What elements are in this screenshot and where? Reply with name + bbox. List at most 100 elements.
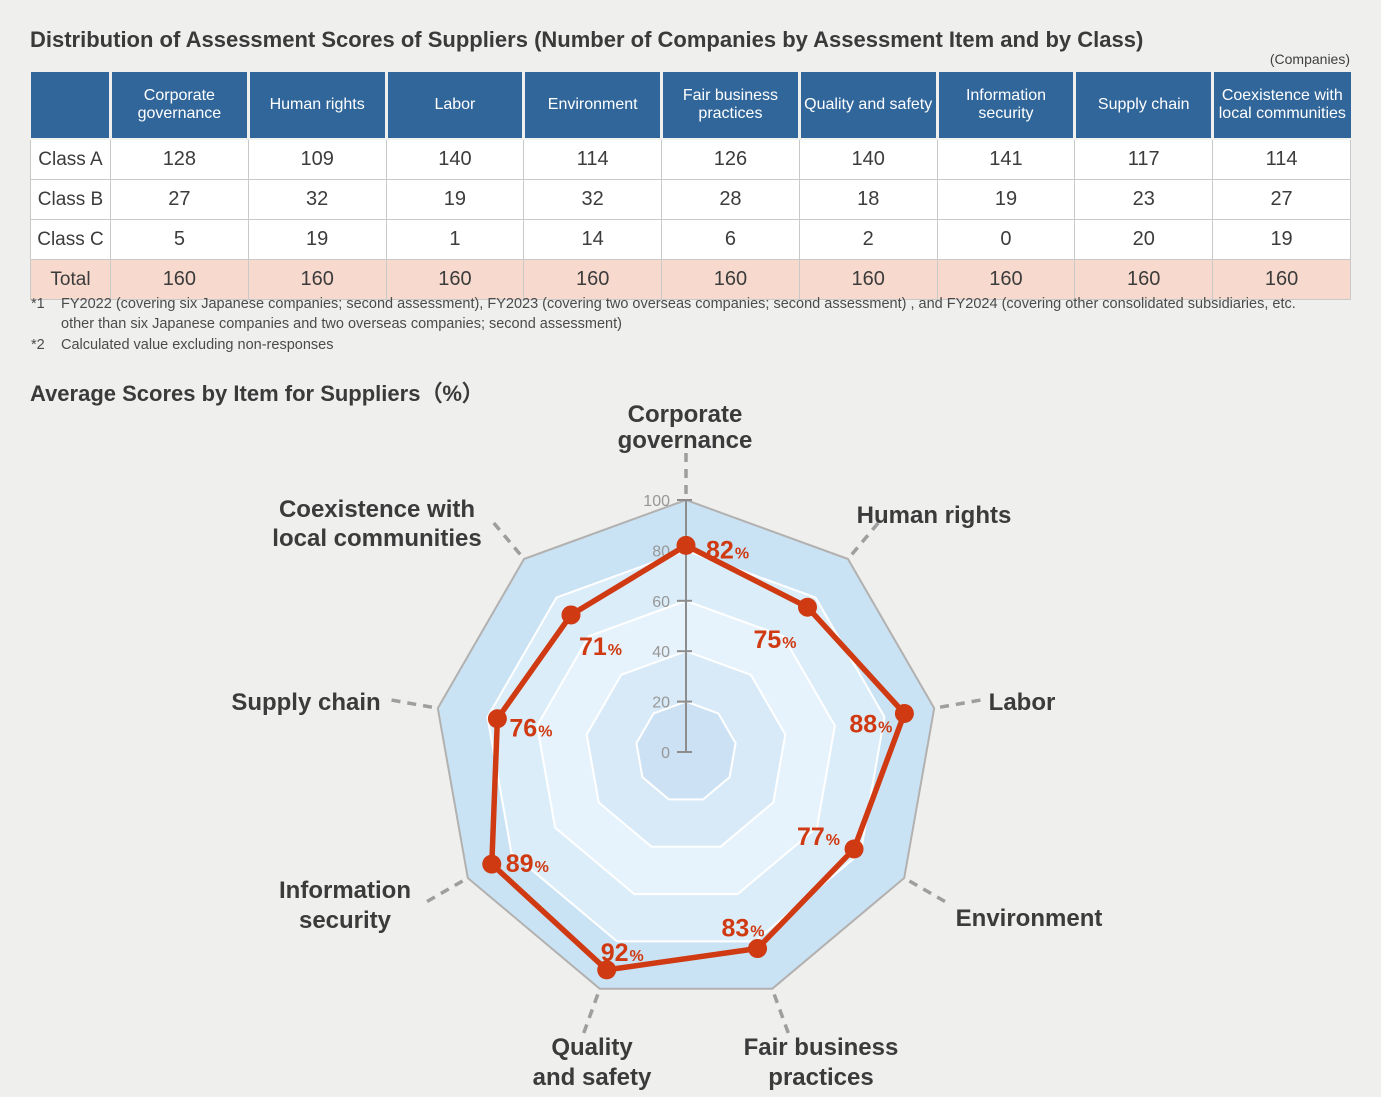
radar-category-label: Fair business: [744, 1034, 899, 1061]
radar-category-label: governance: [618, 427, 753, 454]
table-cell: 14: [523, 219, 663, 260]
table-cell: 140: [798, 138, 938, 180]
table-cell: 2: [798, 219, 938, 260]
table-cell: 27: [110, 179, 249, 220]
radar-chart: 02040608010082%75%88%77%83%92%89%76%71%C…: [231, 401, 1103, 1091]
table-cell: 19: [1212, 219, 1351, 260]
footnote-line: Calculated value excluding non-responses: [61, 336, 334, 353]
table-cell: 114: [1212, 138, 1351, 180]
table-cell: 23: [1074, 179, 1214, 220]
table-cell: 126: [661, 138, 800, 180]
table-cell: 109: [247, 138, 387, 180]
radar-value-label: 83%: [721, 915, 764, 943]
radar-data-point: [561, 605, 581, 625]
radar-data-point: [894, 703, 914, 723]
table-col-header: Information security: [937, 72, 1077, 140]
table-col-header: Environment: [523, 72, 664, 140]
units-note: (Companies): [1269, 51, 1350, 67]
footnote-marker: *2: [31, 336, 45, 353]
table-cell: 128: [110, 138, 249, 180]
table-col-header: Human rights: [248, 72, 388, 140]
table-cell: 141: [936, 138, 1076, 180]
radar-data-point: [482, 854, 502, 874]
table-col-header: Quality and safety: [799, 72, 939, 140]
radar-data-point: [748, 939, 768, 959]
radar-category-label: and safety: [533, 1064, 652, 1091]
radar-value-label: 76%: [509, 715, 552, 743]
footnote-1: *1 FY2022 (covering six Japanese compani…: [31, 294, 1296, 335]
radar-data-point: [797, 597, 817, 617]
table-cell: 20: [1074, 219, 1214, 260]
table-cell: 160: [798, 259, 938, 300]
radar-connector: [908, 879, 947, 904]
radar-axis-tick-label: 40: [652, 644, 670, 661]
table-col-header: Labor: [386, 72, 526, 140]
radar-data-point: [676, 535, 696, 555]
radar-connector: [939, 698, 982, 709]
radar-chart-title: Average Scores by Item for Suppliers（%）: [30, 381, 484, 406]
table-cell: 114: [523, 138, 663, 180]
table-cell: 19: [936, 179, 1076, 220]
radar-connector: [772, 993, 791, 1035]
radar-axis-tick-label: 0: [661, 745, 670, 762]
table-row-header: Class A: [30, 138, 111, 180]
table-title: Distribution of Assessment Scores of Sup…: [30, 27, 1144, 52]
radar-category-label: Coexistence with: [279, 496, 475, 523]
radar-category-label: security: [299, 907, 392, 934]
radar-category-label: Human rights: [857, 502, 1012, 529]
radar-axis-tick-label: 100: [643, 493, 670, 510]
radar-value-label: 89%: [506, 850, 549, 878]
table-cell: 32: [247, 179, 387, 220]
radar-connector: [850, 521, 881, 556]
table-col-header: Coexistence with local communities: [1212, 72, 1351, 140]
radar-value-label: 92%: [601, 939, 644, 967]
radar-category-label: Supply chain: [231, 689, 380, 716]
table-cell: 18: [798, 179, 938, 220]
radar-category-label: Quality: [551, 1034, 633, 1061]
radar-category-label: Corporate: [628, 401, 743, 428]
radar-data-point: [487, 709, 507, 729]
footnote-text: FY2022 (covering six Japanese companies;…: [61, 294, 1296, 335]
footnote-2: *2 Calculated value excluding non-respon…: [31, 335, 1296, 355]
table-cell: 160: [936, 259, 1076, 300]
table-cell: 160: [661, 259, 800, 300]
footnote-line: other than six Japanese companies and tw…: [61, 316, 622, 333]
radar-data-point: [844, 839, 864, 859]
radar-axis-tick-label: 20: [652, 695, 670, 712]
radar-axis-tick-label: 60: [652, 594, 670, 611]
table-cell: 32: [523, 179, 663, 220]
footnote-marker: *1: [31, 296, 45, 312]
table-col-header: Corporate governance: [110, 72, 250, 140]
radar-value-label: 82%: [706, 536, 749, 564]
radar-category-label: Information: [279, 877, 411, 904]
table-cell: 19: [385, 179, 525, 220]
table-cell: 160: [385, 259, 525, 300]
footnotes: *1 FY2022 (covering six Japanese compani…: [31, 294, 1296, 355]
radar-data-polygon: [489, 542, 908, 973]
table-cell: 28: [661, 179, 800, 220]
table-col-header: Fair business practices: [661, 72, 801, 140]
table-cell: 160: [523, 259, 663, 300]
table-row-header: Class C: [30, 219, 111, 260]
footnote-line: FY2022 (covering six Japanese companies;…: [61, 296, 1296, 312]
table-col-header: Supply chain: [1074, 72, 1215, 140]
radar-value-label: 77%: [797, 823, 840, 851]
table-cell: 160: [247, 259, 387, 300]
radar-value-label: 71%: [579, 633, 622, 661]
table-cell: 19: [247, 219, 387, 260]
radar-category-label: Environment: [956, 905, 1103, 932]
radar-connector: [491, 521, 522, 556]
table-cell: 140: [385, 138, 525, 180]
table-cell: 117: [1074, 138, 1214, 180]
table-cell: 160: [1212, 259, 1351, 300]
radar-category-label: Labor: [989, 689, 1056, 716]
radar-value-label: 75%: [753, 626, 796, 654]
radar-category-label: practices: [768, 1064, 873, 1091]
